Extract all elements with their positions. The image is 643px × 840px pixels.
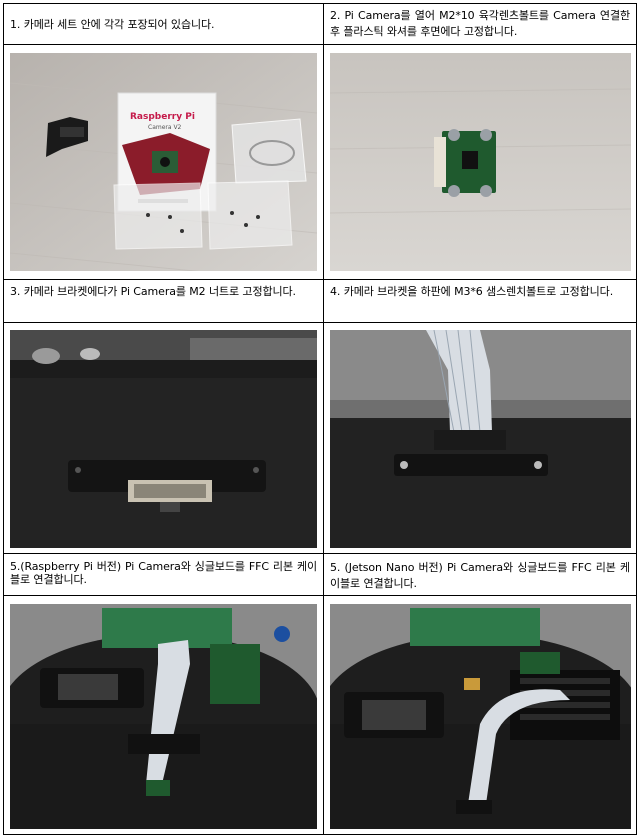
column-divider <box>323 4 324 834</box>
step-5a-photo <box>10 604 317 829</box>
step-5a-caption: 5.(Raspberry Pi 버전) Pi Camera와 싱글보드를 FFC… <box>10 560 317 586</box>
step-2-caption: 2. Pi Camera를 열어 M2*10 육각렌츠볼트를 Camera 연결… <box>330 9 630 38</box>
row-divider <box>4 553 636 554</box>
step-1-photo: Raspberry Pi Camera V2 <box>10 53 317 271</box>
step-4-photo <box>330 330 631 548</box>
step-2-photo <box>330 53 631 271</box>
instruction-table: 1. 카메라 세트 안에 각각 포장되어 있습니다. 2. Pi Camera를… <box>3 3 637 835</box>
box-brand: Raspberry Pi <box>130 112 195 122</box>
step-5b-caption: 5. (Jetson Nano 버전) Pi Camera와 싱글보드를 FFC… <box>330 561 630 590</box>
step-3-caption: 3. 카메라 브라켓에다가 Pi Camera를 M2 너트로 고정합니다. <box>10 285 296 298</box>
row-divider <box>4 44 636 45</box>
row-divider <box>4 595 636 596</box>
box-product: Camera V2 <box>148 124 182 131</box>
step-5b-photo <box>330 604 631 829</box>
step-4-caption: 4. 카메라 브라켓을 하판에 M3*6 샘스렌치볼트로 고정합니다. <box>330 285 614 298</box>
row-divider <box>4 322 636 323</box>
step-3-photo <box>10 330 317 548</box>
step-1-caption: 1. 카메라 세트 안에 각각 포장되어 있습니다. <box>10 18 215 31</box>
row-divider <box>4 279 636 280</box>
